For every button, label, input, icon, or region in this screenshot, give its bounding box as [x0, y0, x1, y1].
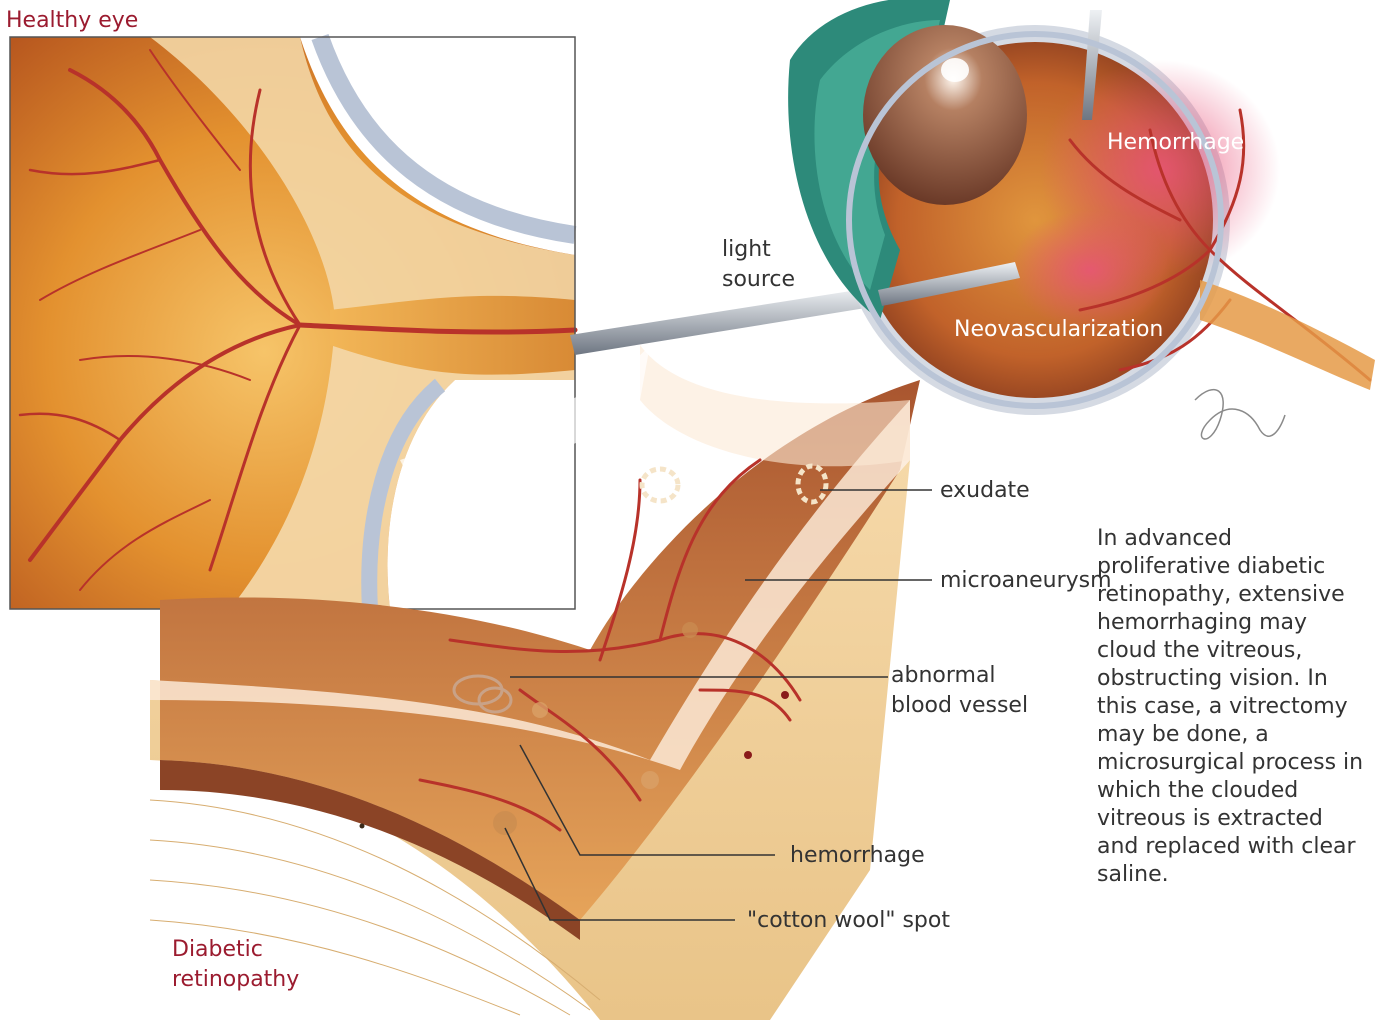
- artist-signature: [1195, 390, 1285, 439]
- label-neovascularization: Neovascularization: [954, 315, 1163, 345]
- caption-text: In advanced proliferative diabetic retin…: [1097, 525, 1367, 889]
- label-light-source: light source: [722, 235, 795, 295]
- label-abnormal-blood-vessel: abnormal blood vessel: [891, 661, 1028, 721]
- label-hemorrhage-lower: hemorrhage: [790, 841, 925, 871]
- light-source-probe: [570, 288, 878, 355]
- label-exudate: exudate: [940, 476, 1030, 506]
- label-hemorrhage-upper: Hemorrhage: [1107, 128, 1244, 158]
- healthy-eye-title: Healthy eye: [6, 6, 138, 36]
- label-microaneurysm: microaneurysm: [940, 566, 1112, 596]
- label-cotton-wool-spot: "cotton wool" spot: [747, 906, 950, 936]
- diabetic-retinopathy-title: Diabetic retinopathy: [172, 935, 299, 995]
- eye-cross-section: [788, 0, 1375, 439]
- healthy-eye-panel: [10, 37, 575, 609]
